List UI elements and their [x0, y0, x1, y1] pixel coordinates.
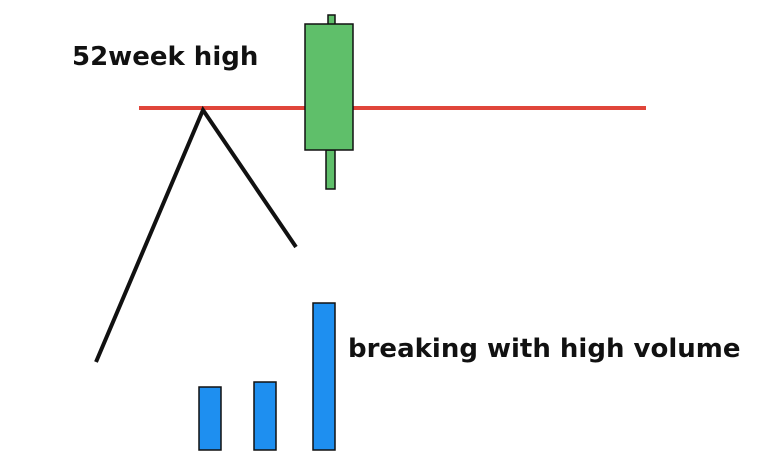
- price-path-line: [94, 105, 298, 363]
- volume-bar: [253, 381, 277, 451]
- candle-body: [304, 23, 354, 151]
- breakout-candle: [304, 14, 354, 190]
- 52-week-high-label: 52week high: [72, 42, 259, 72]
- candle-lower-wick: [325, 149, 336, 190]
- high-volume-label: breaking with high volume: [348, 334, 741, 364]
- volume-bars: [198, 302, 336, 451]
- volume-bar: [312, 302, 336, 451]
- volume-bar: [198, 386, 222, 451]
